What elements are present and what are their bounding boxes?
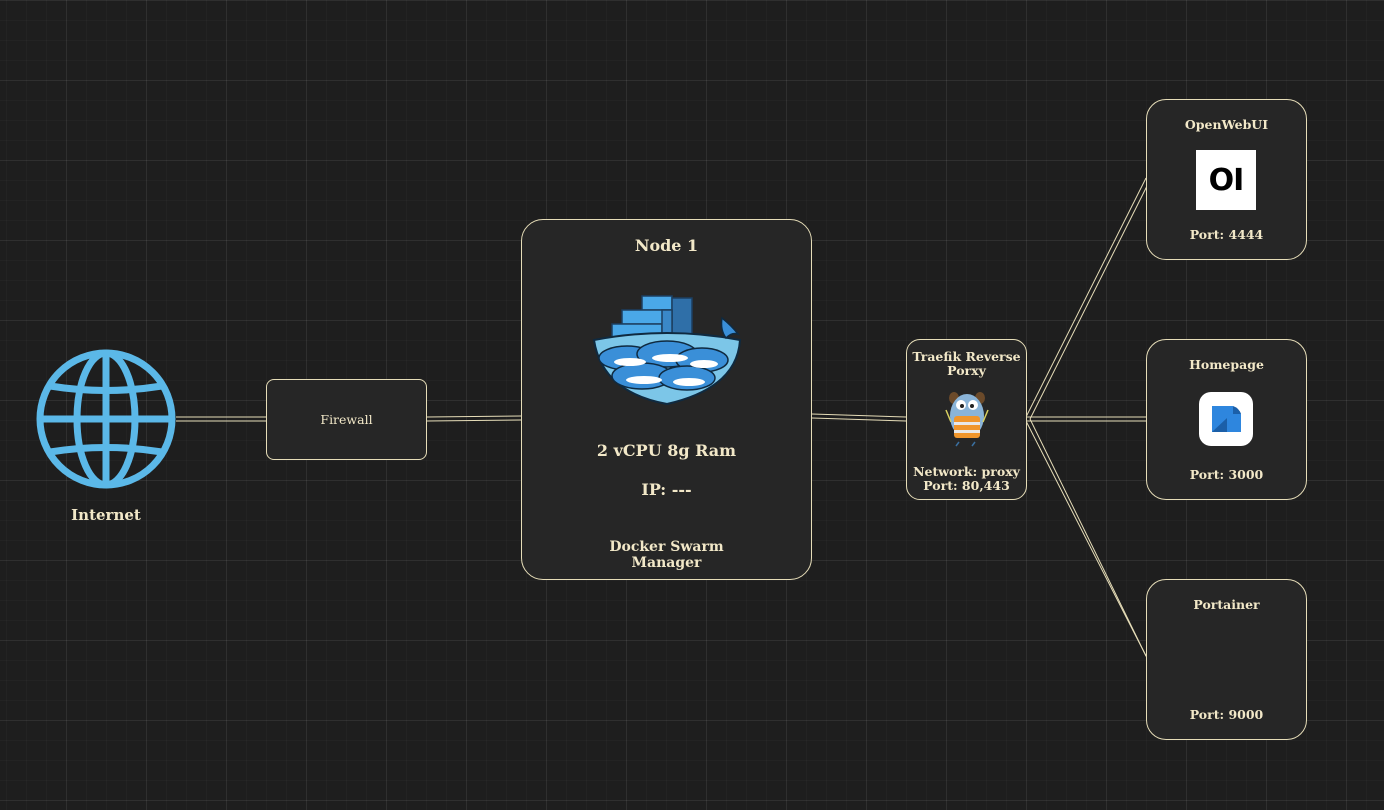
traefik-gopher-icon — [945, 392, 989, 447]
traefik-port: Port: 80,443 — [923, 478, 1010, 493]
homepage-logo-icon — [1199, 392, 1253, 446]
internet-label: Internet — [71, 506, 141, 524]
node1-title: Node 1 — [634, 236, 699, 255]
service-port: Port: 4444 — [1189, 227, 1264, 242]
edge-node1-traefik — [811, 413, 907, 422]
service-name: Homepage — [1189, 357, 1264, 372]
service-port: Port: 9000 — [1189, 707, 1264, 722]
service-name: Portainer — [1193, 597, 1260, 612]
node1-ip: IP: --- — [641, 480, 692, 499]
node1-specs: 2 vCPU 8g Ram — [596, 441, 737, 460]
node1-role-line2: Manager — [631, 555, 702, 571]
traefik-network: Network: proxy — [913, 464, 1020, 479]
traefik-details: Network: proxy Port: 80,443 — [907, 465, 1026, 493]
globe-icon[interactable] — [36, 349, 176, 489]
openwebui-logo-icon: OI — [1196, 150, 1256, 210]
edge-firewall-node1 — [426, 415, 522, 422]
traefik-title: Traefik Reverse Porxy — [907, 350, 1026, 378]
traefik-card[interactable]: Traefik Reverse Porxy Network: proxy Por… — [906, 339, 1027, 500]
service-name: OpenWebUI — [1184, 117, 1269, 132]
node1-card[interactable]: Node 1 2 vCPU 8g Ram IP: --- — [521, 219, 812, 580]
firewall-label: Firewall — [320, 412, 373, 427]
traefik-title-line2: Porxy — [947, 363, 986, 378]
traefik-title-line1: Traefik Reverse — [912, 349, 1021, 364]
service-card-portainer[interactable]: Portainer Port: 9000 — [1146, 579, 1307, 740]
firewall-node[interactable]: Firewall — [266, 379, 427, 460]
service-card-homepage[interactable]: Homepage Port: 3000 — [1146, 339, 1307, 500]
openwebui-logo-text: OI — [1208, 162, 1245, 198]
docker-swarm-icon — [592, 295, 742, 406]
edge-traefik-openwebui — [1025, 177, 1149, 420]
service-card-openwebui[interactable]: OpenWebUI OI Port: 4444 — [1146, 99, 1307, 260]
node1-role: Docker Swarm Manager — [522, 539, 811, 571]
node1-role-line1: Docker Swarm — [609, 539, 724, 555]
edge-traefik-portainer — [1025, 418, 1149, 661]
edge-internet-firewall — [176, 416, 266, 422]
edge-traefik-homepage — [1027, 416, 1146, 422]
service-port: Port: 3000 — [1189, 467, 1264, 482]
